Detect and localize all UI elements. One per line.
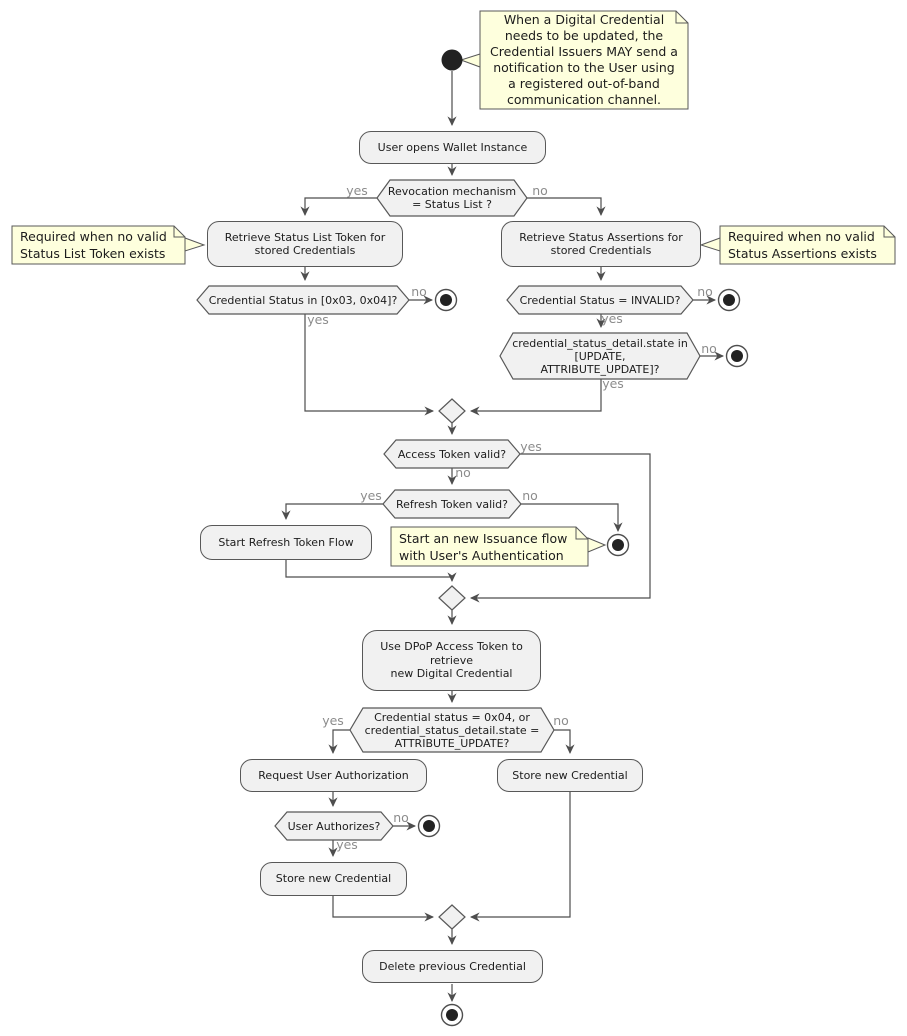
edge-label-range-yes: yes — [307, 312, 329, 327]
merge-diamonds — [438, 398, 466, 930]
note-issuance-fold — [575, 527, 588, 540]
edge-label-revocation-no: no — [532, 183, 548, 198]
edge-status-check-yes — [328, 729, 350, 755]
edge-label-authorizes-no: no — [393, 810, 409, 825]
end-node-detail-state — [725, 344, 749, 368]
note-statuslist-pointer — [184, 237, 206, 252]
decision-status-invalid — [506, 285, 694, 315]
edge-label-detail-yes: yes — [602, 376, 624, 391]
merge-diamond-token — [438, 585, 466, 611]
terminal-nodes — [417, 49, 749, 1027]
activity-use-dpop-token: Use DPoP Access Token to retrieve new Di… — [362, 630, 541, 691]
edge-label-authorizes-yes: yes — [336, 837, 358, 852]
decision-detail-state — [499, 332, 701, 380]
note-issuance-shape — [390, 526, 589, 567]
activity-start-refresh-token-flow: Start Refresh Token Flow — [200, 525, 372, 560]
note-statuslist-shape — [11, 225, 186, 265]
end-node-status-range — [434, 288, 458, 312]
end-node-new-issuance — [606, 533, 630, 557]
edge-access-yes — [469, 453, 651, 603]
decision-status-in-range — [196, 285, 410, 315]
activity-delete-previous-credential: Delete previous Credential — [362, 950, 543, 983]
merge-diamond-status — [438, 398, 466, 424]
note-assertions-pointer — [699, 237, 721, 252]
edge-label-invalid-yes: yes — [601, 311, 623, 326]
edge-store-right-to-merge3 — [469, 792, 571, 922]
activity-retrieve-status-assertions: Retrieve Status Assertions for stored Cr… — [501, 221, 701, 267]
activity-store-new-credential-left: Store new Credential — [260, 862, 407, 896]
edge-refresh-yes — [281, 503, 383, 521]
edge-label-revocation-yes: yes — [346, 183, 368, 198]
note-assertions-fold — [883, 226, 895, 238]
merge-diamond-store — [438, 904, 466, 930]
edge-label-0x04-yes: yes — [322, 713, 344, 728]
note-start-fold — [675, 11, 688, 24]
note-statuslist-fold — [173, 226, 185, 238]
edge-label-0x04-no: no — [553, 713, 569, 728]
activity-request-user-authorization: Request User Authorization — [240, 759, 427, 792]
edge-label-range-no: no — [411, 284, 427, 299]
edge-refresh-flow-to-merge2 — [285, 560, 457, 583]
start-node — [441, 49, 463, 71]
flow-connectors — [281, 71, 725, 1003]
edge-store-left-to-merge3 — [332, 896, 435, 922]
note-assertions-text: Required when no valid Status Assertions… — [728, 229, 877, 261]
edge-label-detail-no: no — [701, 341, 717, 356]
end-node-no-authorization — [417, 814, 441, 838]
note-start-pointer — [459, 53, 481, 68]
decision-access-token — [383, 439, 521, 469]
activity-store-new-credential-right: Store new Credential — [497, 759, 643, 792]
note-statuslist-text: Required when no valid Status List Token… — [20, 229, 167, 261]
note-start-text: When a Digital Credential needs to be up… — [490, 12, 678, 107]
activity-retrieve-status-list: Retrieve Status List Token for stored Cr… — [207, 221, 403, 267]
edge-label-access-yes: yes — [520, 439, 542, 454]
edge-detail-state-yes — [469, 379, 602, 416]
edge-status-check-no — [554, 729, 575, 755]
edge-label-access-no: no — [455, 465, 471, 480]
decision-status-0x04 — [349, 707, 555, 753]
end-node-status-invalid — [717, 288, 741, 312]
edge-revocation-yes — [300, 197, 377, 217]
decision-refresh-token — [382, 489, 522, 519]
note-shapes — [11, 10, 896, 567]
edge-refresh-no — [521, 503, 623, 533]
note-issuance-text: Start an new Issuance flow with User's A… — [399, 531, 568, 563]
edge-label-invalid-no: no — [697, 284, 713, 299]
edge-label-refresh-no: no — [522, 488, 538, 503]
edge-label-refresh-yes: yes — [360, 488, 382, 503]
note-assertions-shape — [719, 225, 896, 265]
decision-revocation-mechanism — [376, 179, 528, 217]
edge-revocation-no — [527, 197, 606, 217]
decision-hexagons — [196, 179, 701, 841]
note-start-shape — [479, 10, 689, 110]
activity-open-wallet: User opens Wallet Instance — [359, 131, 546, 164]
note-issuance-pointer — [587, 537, 607, 553]
decision-user-authorizes — [274, 811, 394, 841]
edge-check-range-yes — [304, 314, 435, 416]
end-node-final — [440, 1003, 464, 1027]
